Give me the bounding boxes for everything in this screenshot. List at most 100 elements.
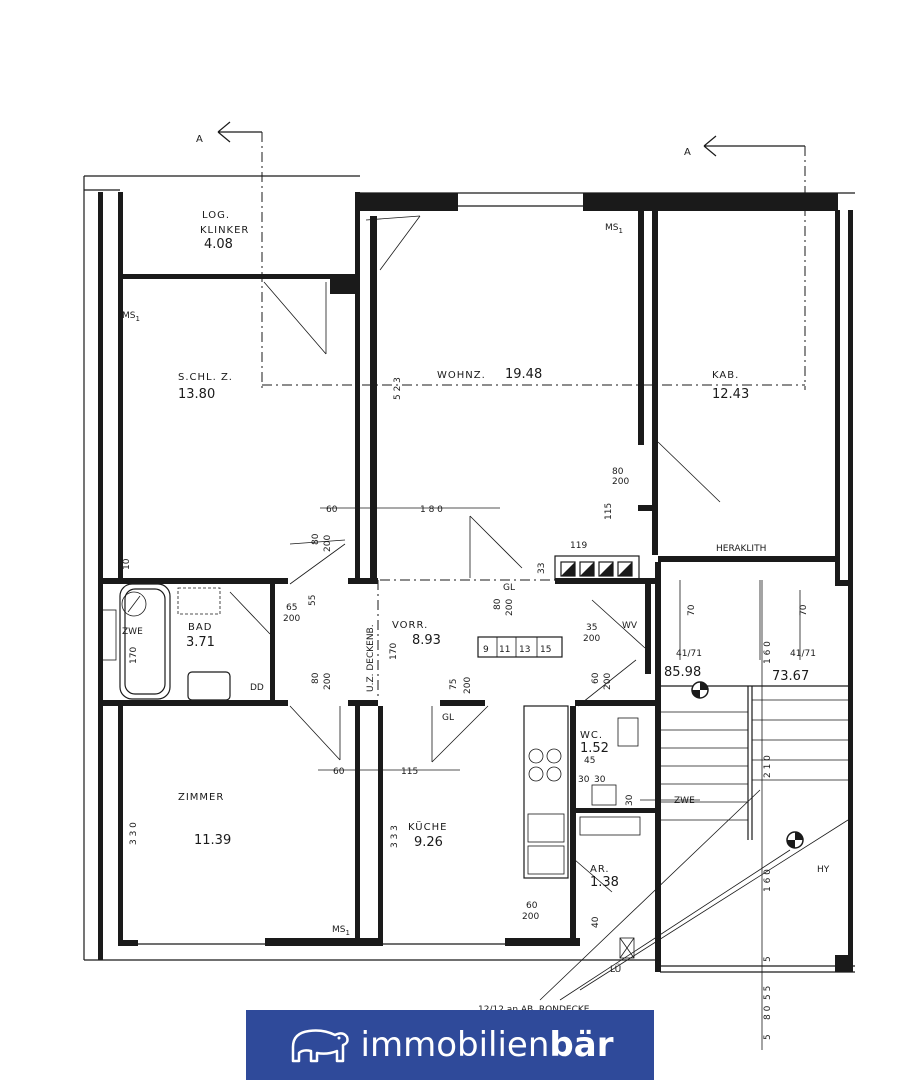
bear-icon: [291, 1029, 349, 1063]
dim-80-e: 8 0: [763, 1005, 773, 1020]
loggia-name-1: LOG.: [202, 210, 230, 221]
dim-119: 119: [570, 541, 587, 551]
elevation-1: 85.98: [664, 665, 701, 680]
heraklith-label: HERAKLITH: [716, 544, 766, 554]
bad-name: BAD: [188, 622, 212, 633]
elevation-2: 73.67: [772, 669, 809, 684]
dim-30-c: 30: [625, 794, 635, 806]
dim-5: 5: [763, 956, 773, 962]
room-wohnzimmer: WOHNZ. 19.48: [437, 367, 542, 382]
ms1-label-bottom: MS1: [332, 925, 350, 937]
outer-walls: [83, 175, 855, 973]
dim-5-b: 5: [763, 1034, 773, 1040]
dim-35: 35: [586, 623, 597, 633]
room-loggia: LOG. KLINKER 4.08: [200, 210, 249, 252]
dim-333: 3 3 3: [390, 825, 400, 848]
dim-70-a: 70: [687, 604, 697, 616]
dim-200-c: 200: [283, 614, 300, 624]
schlafzimmer-area: 13.80: [178, 387, 215, 402]
gl-label-1: GL: [503, 583, 515, 593]
dd-label: DD: [250, 683, 264, 693]
step-15: 15: [540, 645, 551, 655]
section-marker-left: A: [196, 121, 263, 390]
dim-200-f: 200: [505, 599, 515, 616]
wc-name: WC.: [580, 730, 603, 741]
step-numbers: 9 11 13 15: [477, 636, 563, 658]
kueche-area: 9.26: [414, 835, 443, 850]
schlafzimmer-name: S.CHL. Z.: [178, 372, 233, 383]
room-schlafzimmer: S.CHL. Z. 13.80: [178, 372, 233, 402]
section-letter-right: A: [684, 147, 692, 158]
dim-115-b: 115: [401, 767, 418, 777]
door-swings: [229, 215, 721, 893]
dim-523: 5 2 3: [393, 377, 403, 400]
dim-160-b: 1 6 0: [763, 869, 773, 892]
dim-10: 10: [122, 558, 132, 570]
step-9: 9: [483, 645, 489, 655]
dim-55-b: 5 5: [763, 986, 773, 1000]
staircase: [539, 580, 849, 1001]
dim-30-a: 30: [578, 775, 590, 785]
brand-name-part2: bär: [549, 1025, 614, 1065]
hy-label: HY: [817, 865, 830, 875]
room-kueche: KÜCHE 9.26: [408, 820, 446, 850]
dim-60-b: 60: [591, 672, 601, 684]
kitchen-fixtures: [523, 705, 641, 879]
dim-30-b: 30: [594, 775, 606, 785]
room-wc: WC. 1.52: [580, 730, 609, 756]
dim-80-b: 80: [612, 467, 624, 477]
section-marker-right: A: [684, 135, 806, 390]
room-vorraum: VORR. 8.93: [392, 620, 441, 648]
dim-45: 45: [584, 756, 595, 766]
dim-200-g: 200: [463, 677, 473, 694]
zwe-label-bad: ZWE: [122, 627, 143, 637]
dim-75: 75: [449, 679, 459, 690]
chimney-flues: [554, 555, 640, 581]
axis-lines: [262, 384, 805, 700]
dim-80-c: 80: [311, 672, 321, 684]
kabinett-area: 12.43: [712, 387, 749, 402]
dim-330: 3 3 0: [129, 822, 139, 845]
room-zimmer: ZIMMER 11.39: [178, 792, 231, 848]
dim-200-a: 200: [323, 535, 333, 552]
dim-60-c: 60: [333, 767, 345, 777]
dim-55: 55: [308, 595, 318, 606]
step-13: 13: [519, 645, 530, 655]
dim-60-d: 60: [526, 901, 538, 911]
deckenbalken-label: U.Z. DECKENB.: [366, 624, 376, 692]
dim-70-b: 70: [799, 604, 809, 616]
abstellraum-area: 1.38: [590, 875, 619, 890]
vorraum-area: 8.93: [412, 633, 441, 648]
room-kabinett: KAB. 12.43: [712, 370, 749, 402]
bad-area: 3.71: [186, 635, 215, 650]
bathroom-fixtures: [101, 583, 231, 701]
lu-label: LÜ: [610, 964, 621, 975]
dim-210: 2 1 0: [763, 755, 773, 778]
dim-80-d: 80: [493, 598, 503, 610]
room-bad: BAD 3.71: [186, 622, 215, 650]
dim-160-a: 1 6 0: [763, 641, 773, 664]
dim-80-a: 80: [311, 533, 321, 545]
loggia-name-2: KLINKER: [200, 225, 249, 236]
dim-33: 33: [537, 563, 547, 574]
dim-170-a: 170: [129, 647, 139, 664]
room-abstellraum: AR. 1.38: [590, 864, 619, 890]
ms1-label-left: MS1: [122, 311, 140, 323]
loggia-area: 4.08: [204, 237, 233, 252]
vorraum-name: VORR.: [392, 620, 428, 631]
dim-170-b: 170: [389, 643, 399, 660]
stair-mark-1: 41/71: [676, 649, 702, 659]
dim-115-a: 115: [604, 503, 614, 520]
plan-annotations: MS1 MS1 MS1 HERAKLITH ZWE DD WV GL GL ZW…: [122, 223, 830, 1015]
abstellraum-name: AR.: [590, 864, 610, 875]
dim-200-h: 200: [603, 673, 613, 690]
dim-200-b: 200: [612, 477, 629, 487]
dim-40: 40: [591, 916, 601, 928]
gl-label-2: GL: [442, 713, 454, 723]
dim-200-d: 200: [323, 673, 333, 690]
wohnzimmer-area: 19.48: [505, 367, 542, 382]
dim-180: 1 8 0: [420, 505, 443, 515]
brand-name-part1: immobilien: [360, 1025, 550, 1065]
